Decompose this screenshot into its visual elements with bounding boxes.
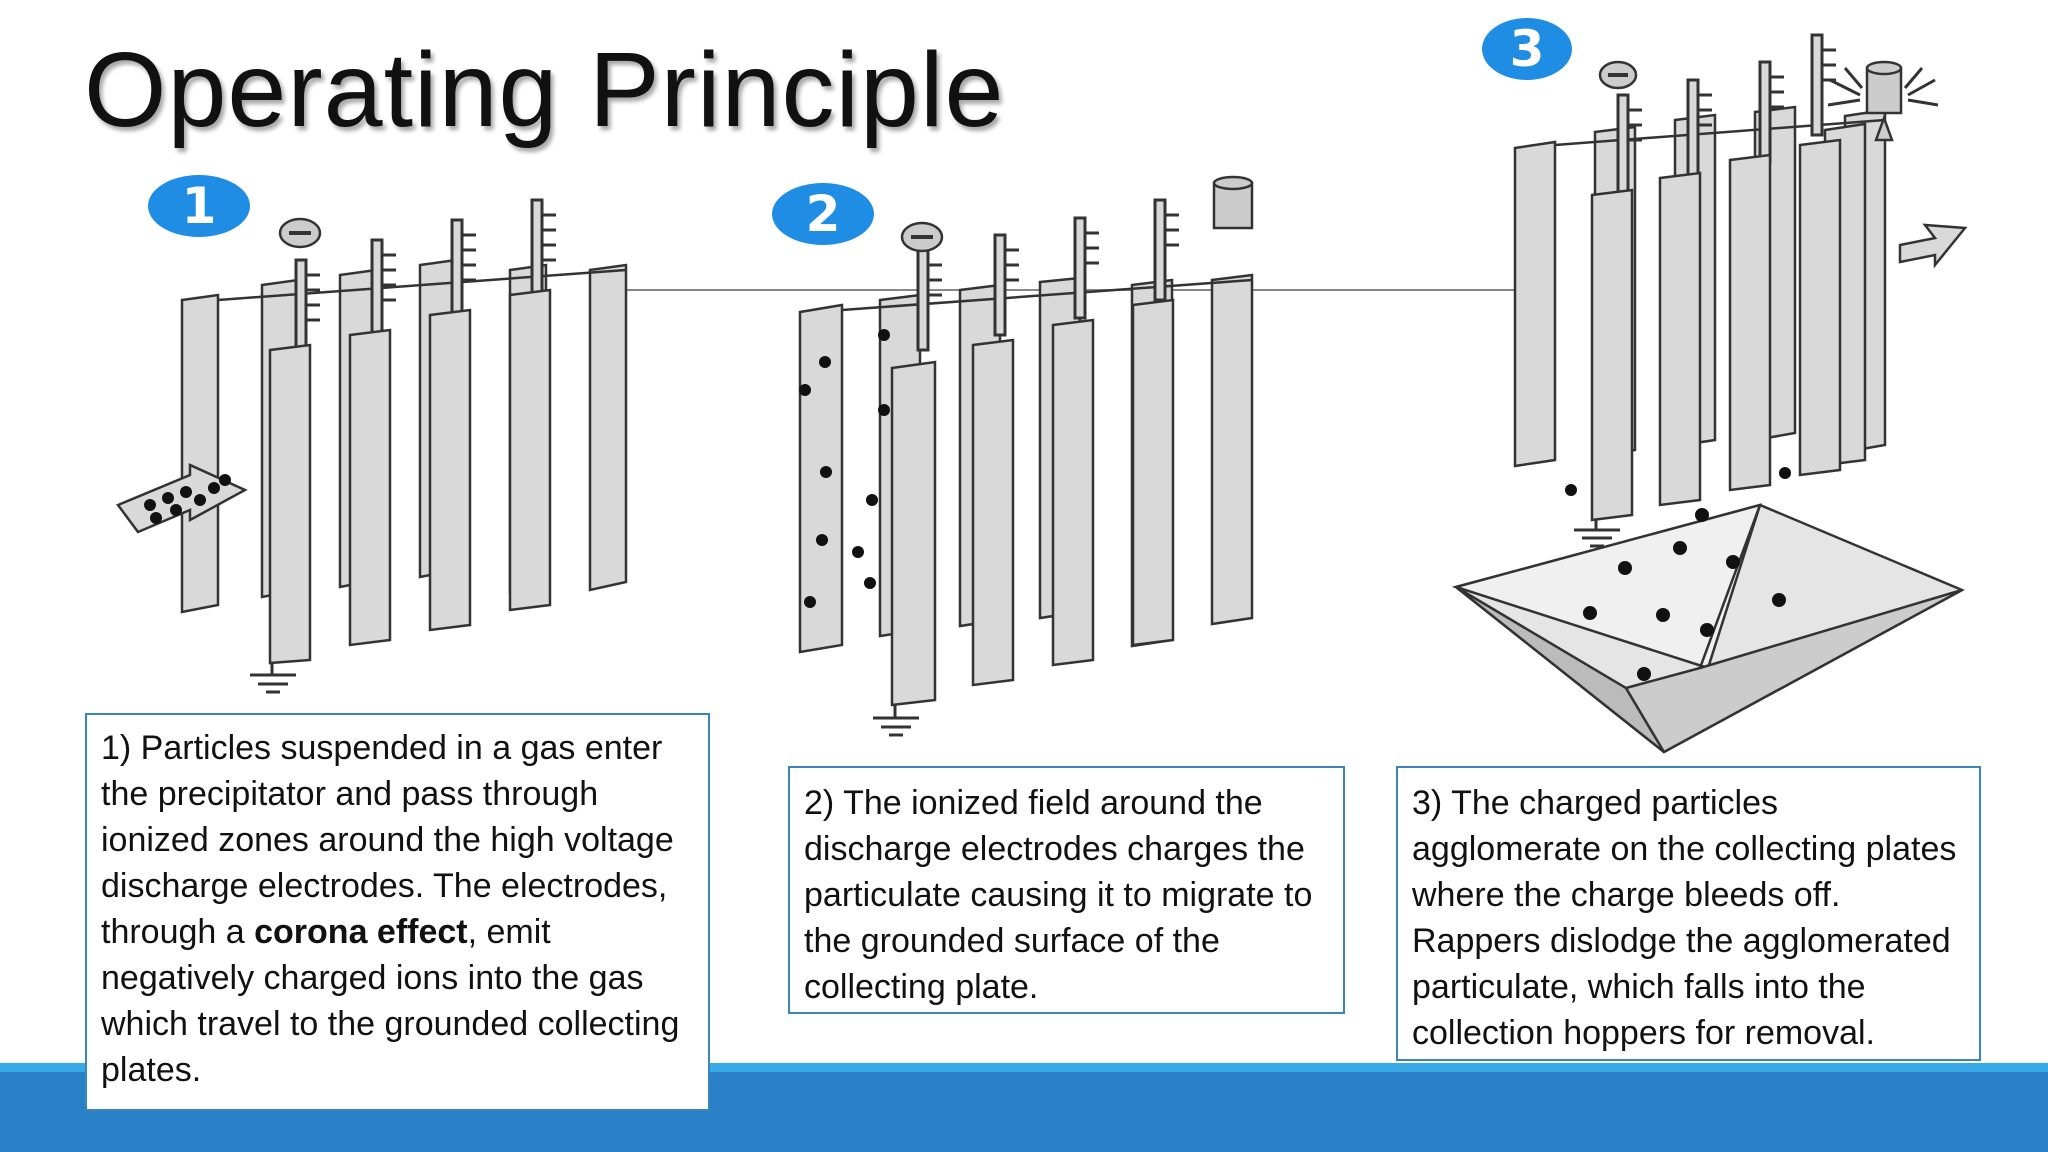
step-1-diagram <box>116 198 628 694</box>
step-2-badge: 2 <box>772 183 874 245</box>
ground-symbol-icon <box>1574 520 1620 548</box>
negative-charge-icon <box>1598 60 1638 90</box>
back-plate-row-2 <box>798 273 1254 654</box>
step-3-text: 3) The charged particles agglomerate on … <box>1412 784 1957 1052</box>
particles-2 <box>799 329 890 608</box>
negative-charge-icon <box>278 217 322 249</box>
front-plate-row-2 <box>890 298 1175 707</box>
rapper-icon <box>1212 175 1254 230</box>
discharge-electrodes-1 <box>294 198 556 362</box>
step-2-diagram <box>798 175 1254 737</box>
step-1-description: 1) Particles suspended in a gas enter th… <box>85 713 710 1111</box>
gas-flow-arrow-icon <box>116 463 248 534</box>
ground-symbol-icon <box>250 663 296 694</box>
particles-3 <box>1565 467 1791 681</box>
step-1-text-end: , emit negatively charged ions into the … <box>101 913 680 1089</box>
front-plate-row-3 <box>1590 138 1842 522</box>
discharge-electrodes-2 <box>916 198 1179 352</box>
step-3-description: 3) The charged particles agglomerate on … <box>1396 766 1981 1061</box>
step-3-badge: 3 <box>1482 18 1572 80</box>
step-1-text-start: 1) Particles suspended in a gas enter th… <box>101 729 674 951</box>
step-3-diagram <box>1451 33 1968 754</box>
exit-arrow-icon <box>1898 223 1968 269</box>
particles-1 <box>144 474 231 524</box>
step-2-text: 2) The ionized field around the discharg… <box>804 784 1313 1006</box>
back-plate-row-1 <box>180 258 628 614</box>
step-2-description: 2) The ionized field around the discharg… <box>788 766 1345 1014</box>
negative-charge-icon <box>900 221 944 253</box>
footer-accent-line <box>0 1063 2048 1072</box>
front-plate-row-1 <box>268 288 552 665</box>
ground-symbol-icon <box>873 705 919 737</box>
rapper-icon <box>1827 60 1939 142</box>
corona-effect-emphasis: corona effect <box>254 913 468 951</box>
step-1-badge: 1 <box>148 175 250 237</box>
slide-title: Operating Principle <box>84 31 1005 149</box>
